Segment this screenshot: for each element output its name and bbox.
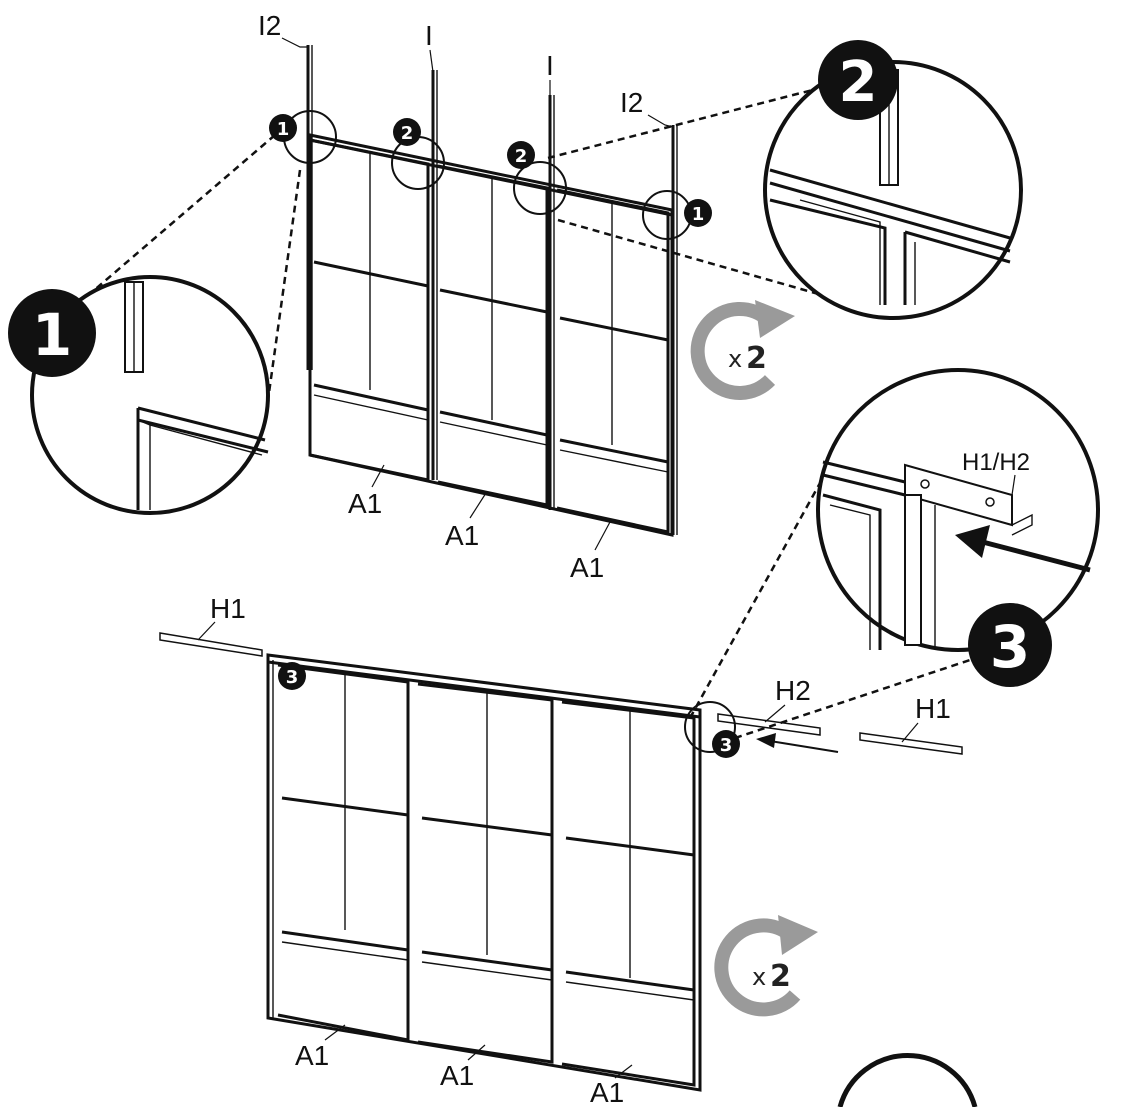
svg-text:1: 1 [32,301,72,369]
label-i2-left: I2 [258,10,281,41]
svg-text:1: 1 [277,119,290,140]
bottom-assembly: 3 3 H1 H2 H1 A1 A1 A1 [159,368,1100,1107]
rail-h2-right [717,713,821,736]
top-assembly: 1 2 2 1 I2 I I I2 A1 A1 A1 [8,10,1023,583]
top-panel-2 [437,164,549,507]
svg-text:3: 3 [990,613,1030,681]
svg-text:2: 2 [770,959,791,994]
step-badge-1-top-right: 1 [684,199,712,227]
svg-text:2: 2 [746,341,767,376]
svg-text:3: 3 [720,735,733,756]
label-a1-top-1: A1 [348,488,382,519]
detail-zoom-3: H1/H2 [816,368,1100,652]
arrow-icon [756,733,839,753]
label-a1-top-3: A1 [570,552,604,583]
step-badge-1-zoom: 1 [8,289,96,377]
top-panel-frame [308,133,674,537]
bottom-panel-frame [266,653,702,1092]
detail-ring-2-right [513,161,567,215]
rotate-repeat-top: x 2 [690,300,795,400]
detail-ring-3 [684,701,736,753]
bottom-panel-2 [417,682,554,1064]
label-a1-bottom-2: A1 [440,1060,474,1091]
label-h1-h2: H1/H2 [962,449,1030,476]
svg-text:3: 3 [286,667,299,688]
step-badge-2-top-a: 2 [393,118,421,146]
detail-zoom-2 [763,60,1023,320]
step-badge-3-zoom: 3 [968,603,1052,687]
label-h2: H2 [775,675,811,706]
rail-h1-left [159,632,263,657]
rotate-arrow-icon [690,301,776,400]
top-panel-1 [309,138,430,482]
label-a1-bottom-1: A1 [295,1040,329,1071]
label-i-right: I [546,50,554,81]
rotate-arrow-icon [714,918,801,1017]
svg-text:2: 2 [401,123,414,144]
step-badge-3-bottom-left: 3 [278,662,306,690]
top-panel-3 [556,188,670,534]
step-badge-1-top-left: 1 [269,114,297,142]
label-a1-bottom-3: A1 [590,1077,624,1107]
rail-h1-right [859,732,963,755]
svg-text:2: 2 [839,50,878,115]
bottom-panel-3 [561,700,696,1087]
label-i-left: I [425,20,433,51]
step-badge-2-zoom: 2 [818,40,898,120]
svg-text:x: x [728,345,742,373]
label-a1-top-2: A1 [445,520,479,551]
step-badge-2-top-b: 2 [507,141,535,169]
svg-text:2: 2 [515,146,528,167]
svg-text:x: x [752,963,766,991]
bottom-labels: H1 H2 H1 A1 A1 A1 [197,593,951,1107]
top-labels: I2 I I I2 A1 A1 A1 [258,10,674,583]
next-detail-circle [837,1053,978,1107]
label-h1-right: H1 [915,693,951,724]
step-badge-3-bottom-right: 3 [712,730,740,758]
label-h1-left: H1 [210,593,246,624]
bottom-panel-1 [277,663,410,1042]
label-i2-right: I2 [620,87,643,118]
rotate-repeat-bottom: x 2 [714,915,818,1017]
svg-text:1: 1 [692,204,705,225]
